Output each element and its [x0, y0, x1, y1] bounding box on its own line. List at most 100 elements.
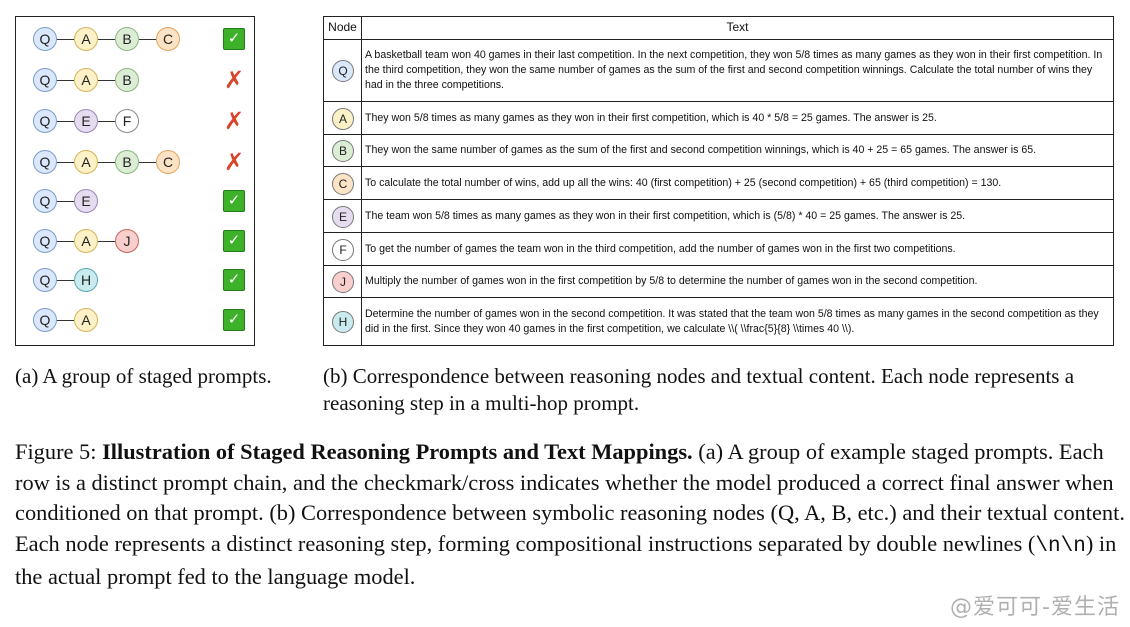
reasoning-node-a: A	[74, 68, 98, 92]
node-text: They won the same number of games as the…	[365, 144, 1037, 156]
table-node-j: J	[332, 271, 354, 293]
table-row: Q A basketball team won 40 games in their…	[324, 39, 1113, 101]
node-text: Determine the number of games won in the…	[365, 307, 1099, 335]
table-node-a: A	[332, 108, 354, 130]
node-text: To calculate the total number of wins, a…	[365, 176, 1002, 189]
table-row: C To calculate the total number of wins, …	[324, 166, 1113, 199]
chain-link	[98, 162, 115, 164]
checkmark-icon: ✓	[223, 190, 245, 212]
checkmark-icon: ✓	[223, 28, 245, 50]
chain-link	[57, 121, 74, 123]
table-node-h: H	[332, 311, 354, 333]
text-cell: To get the number of games the team won …	[365, 233, 1109, 265]
cross-icon: ✗	[223, 148, 245, 176]
reasoning-node-b: B	[115, 27, 139, 51]
reasoning-node-b: B	[115, 150, 139, 174]
table-header-row: Node Text	[324, 17, 1113, 39]
reasoning-node-h: H	[74, 268, 98, 292]
reasoning-node-q: Q	[33, 109, 57, 133]
node-cell: C	[324, 167, 362, 199]
subcaption-b: (b) Correspondence between reasoning nod…	[323, 364, 1075, 415]
checkmark-icon: ✓	[223, 309, 245, 331]
table-row: J Multiply the number of games won in the…	[324, 265, 1113, 297]
reasoning-node-a: A	[74, 229, 98, 253]
header-node: Node	[324, 17, 362, 39]
table-row: H Determine the number of games won in th…	[324, 297, 1113, 345]
caption-label: Figure 5:	[15, 439, 103, 464]
node-text: Multiply the number of games won in the …	[365, 275, 978, 287]
text-cell: The team won 5/8 times as many games as …	[365, 200, 1109, 232]
reasoning-node-q: Q	[33, 268, 57, 292]
text-cell: To calculate the total number of wins, a…	[365, 167, 1109, 199]
reasoning-node-f: F	[115, 109, 139, 133]
reasoning-node-j: J	[115, 229, 139, 253]
table-node-c: C	[332, 173, 354, 195]
chain-link	[57, 241, 74, 243]
node-cell: H	[324, 298, 362, 345]
node-cell: J	[324, 266, 362, 297]
table-node-f: F	[332, 239, 354, 261]
reasoning-node-c: C	[156, 27, 180, 51]
header-text: Text	[726, 20, 749, 34]
text-cell: Multiply the number of games won in the …	[365, 266, 1109, 297]
chain-link	[57, 201, 74, 203]
text-cell: They won 5/8 times as many games as they…	[365, 102, 1109, 134]
chain-link	[98, 121, 115, 123]
caption-body: (a) A group of example staged prompts. E…	[15, 439, 1125, 556]
reasoning-node-q: Q	[33, 27, 57, 51]
node-text: The team won 5/8 times as many games as …	[365, 209, 966, 222]
reasoning-node-a: A	[74, 150, 98, 174]
cross-icon: ✗	[223, 66, 245, 94]
reasoning-node-a: A	[74, 308, 98, 332]
node-cell: A	[324, 102, 362, 134]
node-text-table: Node Text Q A basketball team won 40 game…	[323, 16, 1114, 346]
checkmark-icon: ✓	[223, 230, 245, 252]
caption-body-end: ) in the actual prompt fed to the langua…	[15, 530, 1117, 590]
subcaption-a: (a) A group of staged prompts.	[15, 364, 272, 388]
chain-link	[57, 162, 74, 164]
figure-caption: Figure 5: Illustration of Staged Reasoni…	[15, 437, 1125, 593]
chain-link	[139, 162, 156, 164]
table-node-b: B	[332, 140, 354, 162]
table-row: E The team won 5/8 times as many games as…	[324, 199, 1113, 232]
chain-link	[57, 39, 74, 41]
reasoning-node-q: Q	[33, 308, 57, 332]
node-cell: Q	[324, 40, 362, 101]
table-node-q: Q	[332, 60, 354, 82]
chain-link	[98, 39, 115, 41]
chain-link	[139, 39, 156, 41]
node-text: To get the number of games the team won …	[365, 242, 956, 255]
table-row: B They won the same number of games as th…	[324, 134, 1113, 166]
reasoning-node-e: E	[74, 109, 98, 133]
reasoning-node-e: E	[74, 189, 98, 213]
cross-icon: ✗	[223, 107, 245, 135]
node-cell: F	[324, 233, 362, 265]
chain-link	[57, 280, 74, 282]
node-cell: B	[324, 135, 362, 166]
chain-link	[98, 241, 115, 243]
chain-link	[98, 80, 115, 82]
reasoning-node-q: Q	[33, 150, 57, 174]
node-cell: E	[324, 200, 362, 232]
chain-link	[57, 320, 74, 322]
checkmark-icon: ✓	[223, 269, 245, 291]
reasoning-node-c: C	[156, 150, 180, 174]
text-cell: Determine the number of games won in the…	[365, 298, 1109, 345]
node-text: They won 5/8 times as many games as they…	[365, 111, 937, 124]
table-node-e: E	[332, 206, 354, 228]
caption-code: \n\n	[1035, 534, 1086, 558]
reasoning-node-q: Q	[33, 68, 57, 92]
reasoning-node-q: Q	[33, 189, 57, 213]
reasoning-node-q: Q	[33, 229, 57, 253]
text-cell: A basketball team won 40 games in their …	[365, 40, 1109, 101]
text-cell: They won the same number of games as the…	[365, 135, 1109, 166]
